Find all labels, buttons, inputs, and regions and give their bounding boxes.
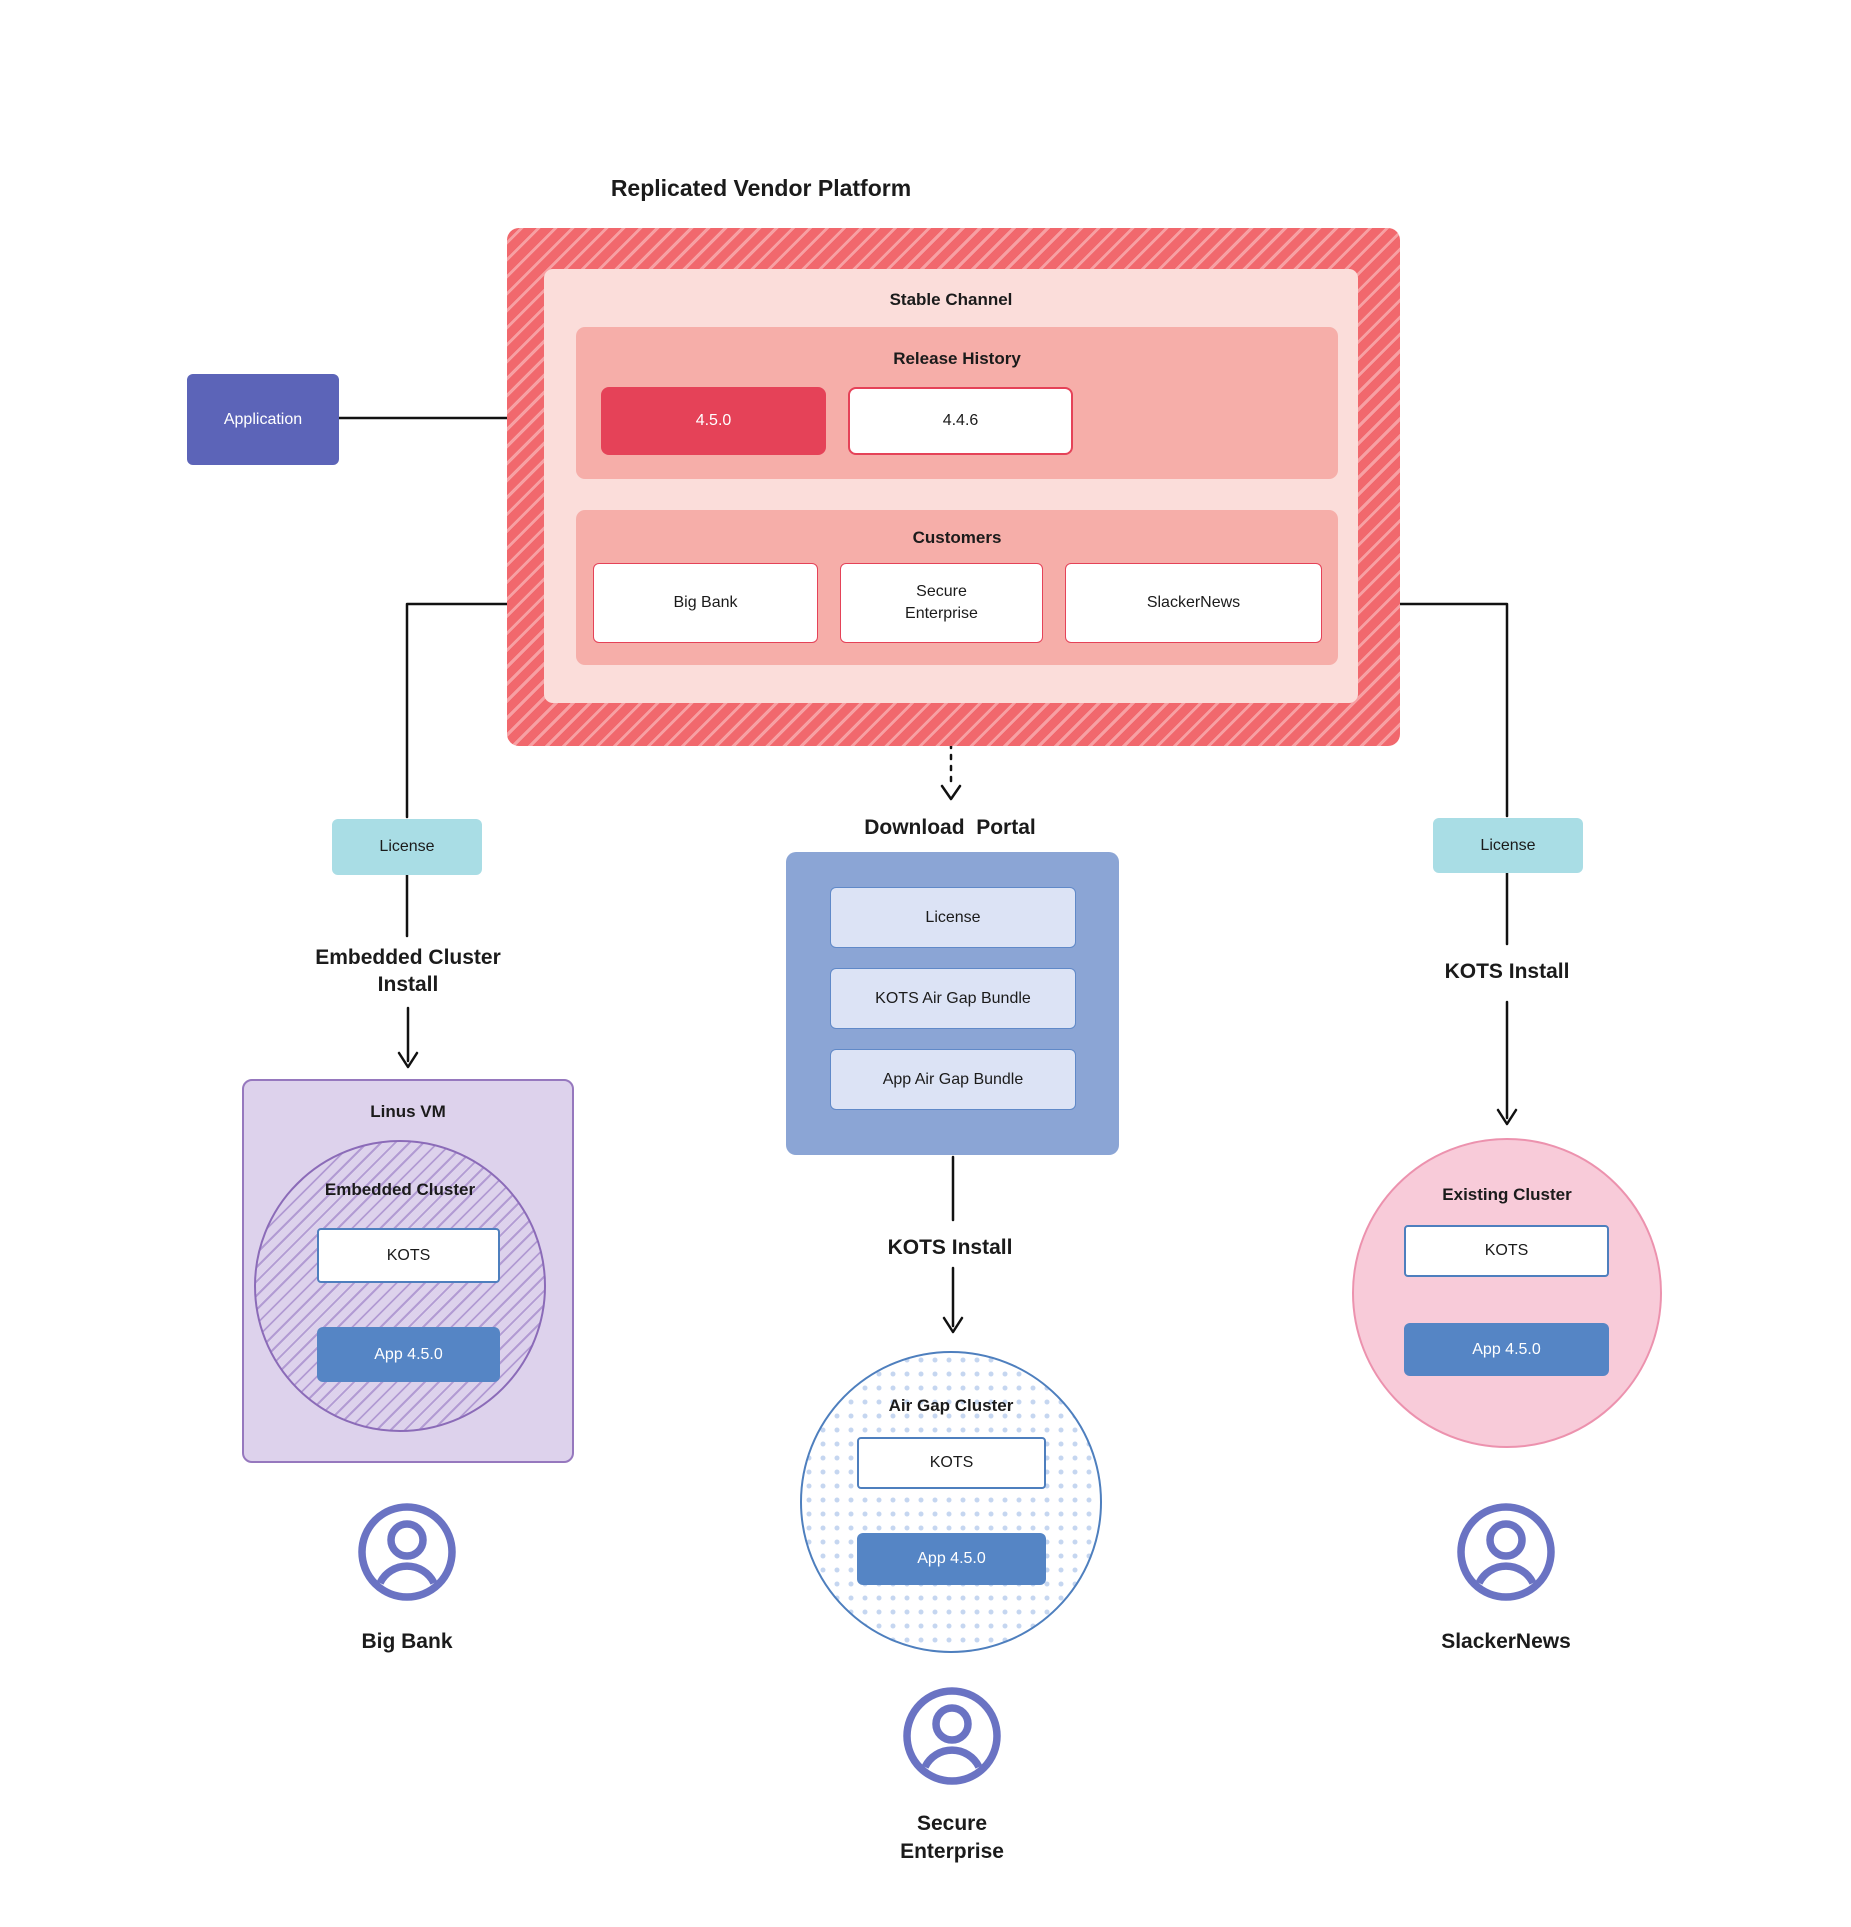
license-node-right: License — [1433, 818, 1583, 873]
existing-cluster-circle — [1352, 1138, 1662, 1448]
customer-big-bank: Big Bank — [593, 563, 818, 643]
embedded-cluster-label: Embedded Cluster — [324, 1180, 476, 1199]
download-portal-box: License KOTS Air Gap Bundle App Air Gap … — [786, 852, 1119, 1155]
download-portal-label: Download Portal — [864, 816, 1036, 839]
release-4-4-6: 4.4.6 — [848, 387, 1073, 455]
portal-item-kots-airgap-bundle: KOTS Air Gap Bundle — [830, 968, 1076, 1029]
person-icon-outline — [358, 1503, 456, 1601]
release-history-label: Release History — [893, 349, 1021, 368]
kots-node-middle: KOTS — [857, 1437, 1046, 1489]
kots-node-right: KOTS — [1404, 1225, 1609, 1277]
air-gap-cluster-label: Air Gap Cluster — [888, 1396, 1014, 1415]
person-icon-head — [932, 1704, 972, 1744]
app-node-right: App 4.5.0 — [1404, 1323, 1609, 1376]
person-icon-secure-enterprise — [903, 1687, 1001, 1785]
customer-secure-enterprise-label: Secure Enterprise — [905, 583, 978, 622]
person-icon-slackernews — [1457, 1503, 1555, 1601]
dashed-secure-to-portal-head — [940, 784, 962, 801]
kots-install-label-right: KOTS Install — [1444, 960, 1570, 983]
arrow-install-to-airgap — [942, 1266, 964, 1334]
customer-secure-enterprise: Secure Enterprise — [840, 563, 1043, 643]
application-node: Application — [187, 374, 339, 465]
stable-channel-label: Stable Channel — [889, 290, 1013, 309]
kots-install-label-middle: KOTS Install — [887, 1236, 1013, 1259]
app-node-left: App 4.5.0 — [317, 1327, 500, 1382]
person-icon-shoulders — [376, 1562, 438, 1585]
arrow-install-to-vm — [397, 1006, 419, 1069]
person-icon-outline — [1457, 1503, 1555, 1601]
embedded-cluster-circle — [254, 1140, 546, 1432]
person-icon-head — [1486, 1520, 1526, 1560]
user-label-slackernews: SlackerNews — [1441, 1630, 1571, 1653]
person-icon-head — [387, 1520, 427, 1560]
linus-vm-label: Linus VM — [370, 1102, 446, 1121]
user-label-secure-enterprise: Secure Enterprise — [900, 1812, 1004, 1863]
arrow-install-to-existing-cluster — [1496, 1000, 1518, 1126]
air-gap-cluster-circle — [800, 1351, 1102, 1653]
user-label-big-bank: Big Bank — [361, 1630, 453, 1653]
person-icon-shoulders — [921, 1746, 983, 1769]
person-icon-big-bank — [358, 1503, 456, 1601]
portal-item-license: License — [830, 887, 1076, 948]
person-icon-outline — [903, 1687, 1001, 1785]
customer-slackernews: SlackerNews — [1065, 563, 1322, 643]
portal-item-app-airgap-bundle: App Air Gap Bundle — [830, 1049, 1076, 1110]
app-node-middle: App 4.5.0 — [857, 1533, 1046, 1585]
page-title: Replicated Vendor Platform — [610, 175, 912, 201]
embedded-cluster-install-label: Embedded Cluster Install — [315, 946, 501, 996]
person-icon-shoulders — [1475, 1562, 1537, 1585]
kots-node-left: KOTS — [317, 1228, 500, 1283]
existing-cluster-label: Existing Cluster — [1442, 1185, 1572, 1204]
release-4-5-0: 4.5.0 — [601, 387, 826, 455]
customers-label: Customers — [912, 528, 1002, 547]
license-node-left: License — [332, 819, 482, 875]
